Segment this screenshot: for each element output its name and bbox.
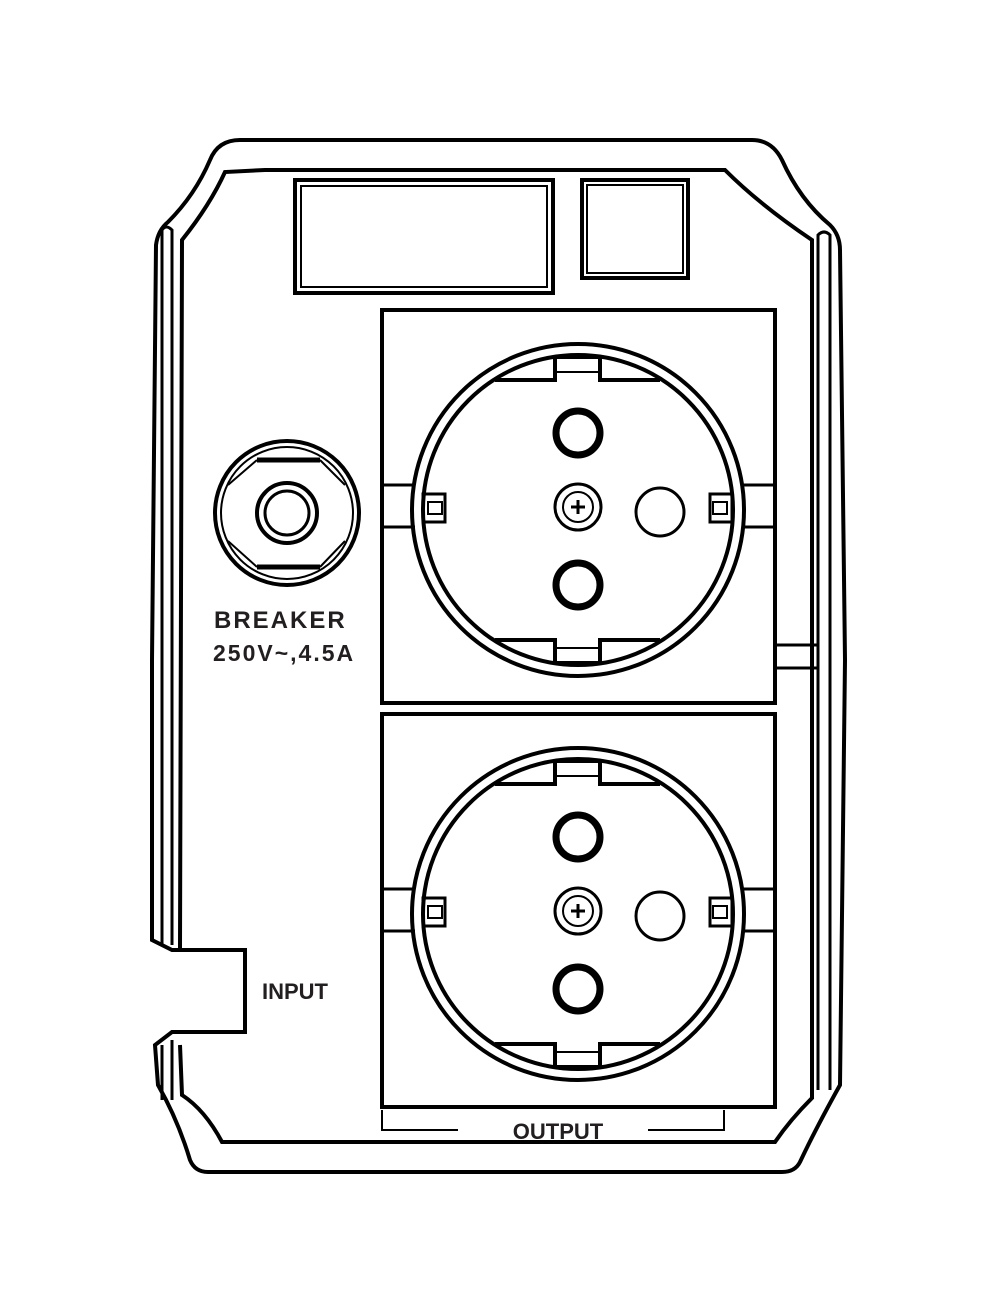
output-label: OUTPUT xyxy=(513,1119,604,1144)
output-bracket xyxy=(381,1110,725,1131)
housing-inner-outline xyxy=(178,168,814,1144)
breaker-rating: 250V~,4.5A xyxy=(213,640,355,666)
output-socket-2[interactable] xyxy=(382,714,775,1107)
right-grill-strip xyxy=(775,230,832,1090)
output-socket-1[interactable] xyxy=(380,308,777,705)
socket-pin-hole-top xyxy=(552,407,604,459)
display-window xyxy=(293,178,555,295)
breaker-button[interactable] xyxy=(213,439,361,587)
housing-outer-outline xyxy=(150,138,848,1174)
left-grill-strip xyxy=(160,225,174,1100)
screw-icon xyxy=(553,482,603,532)
breaker-label: BREAKER xyxy=(214,607,347,634)
socket-pin-hole-bottom xyxy=(552,559,604,611)
input-label: INPUT xyxy=(262,979,329,1004)
socket-indicator-ring xyxy=(634,486,686,538)
indicator-window xyxy=(580,178,690,280)
